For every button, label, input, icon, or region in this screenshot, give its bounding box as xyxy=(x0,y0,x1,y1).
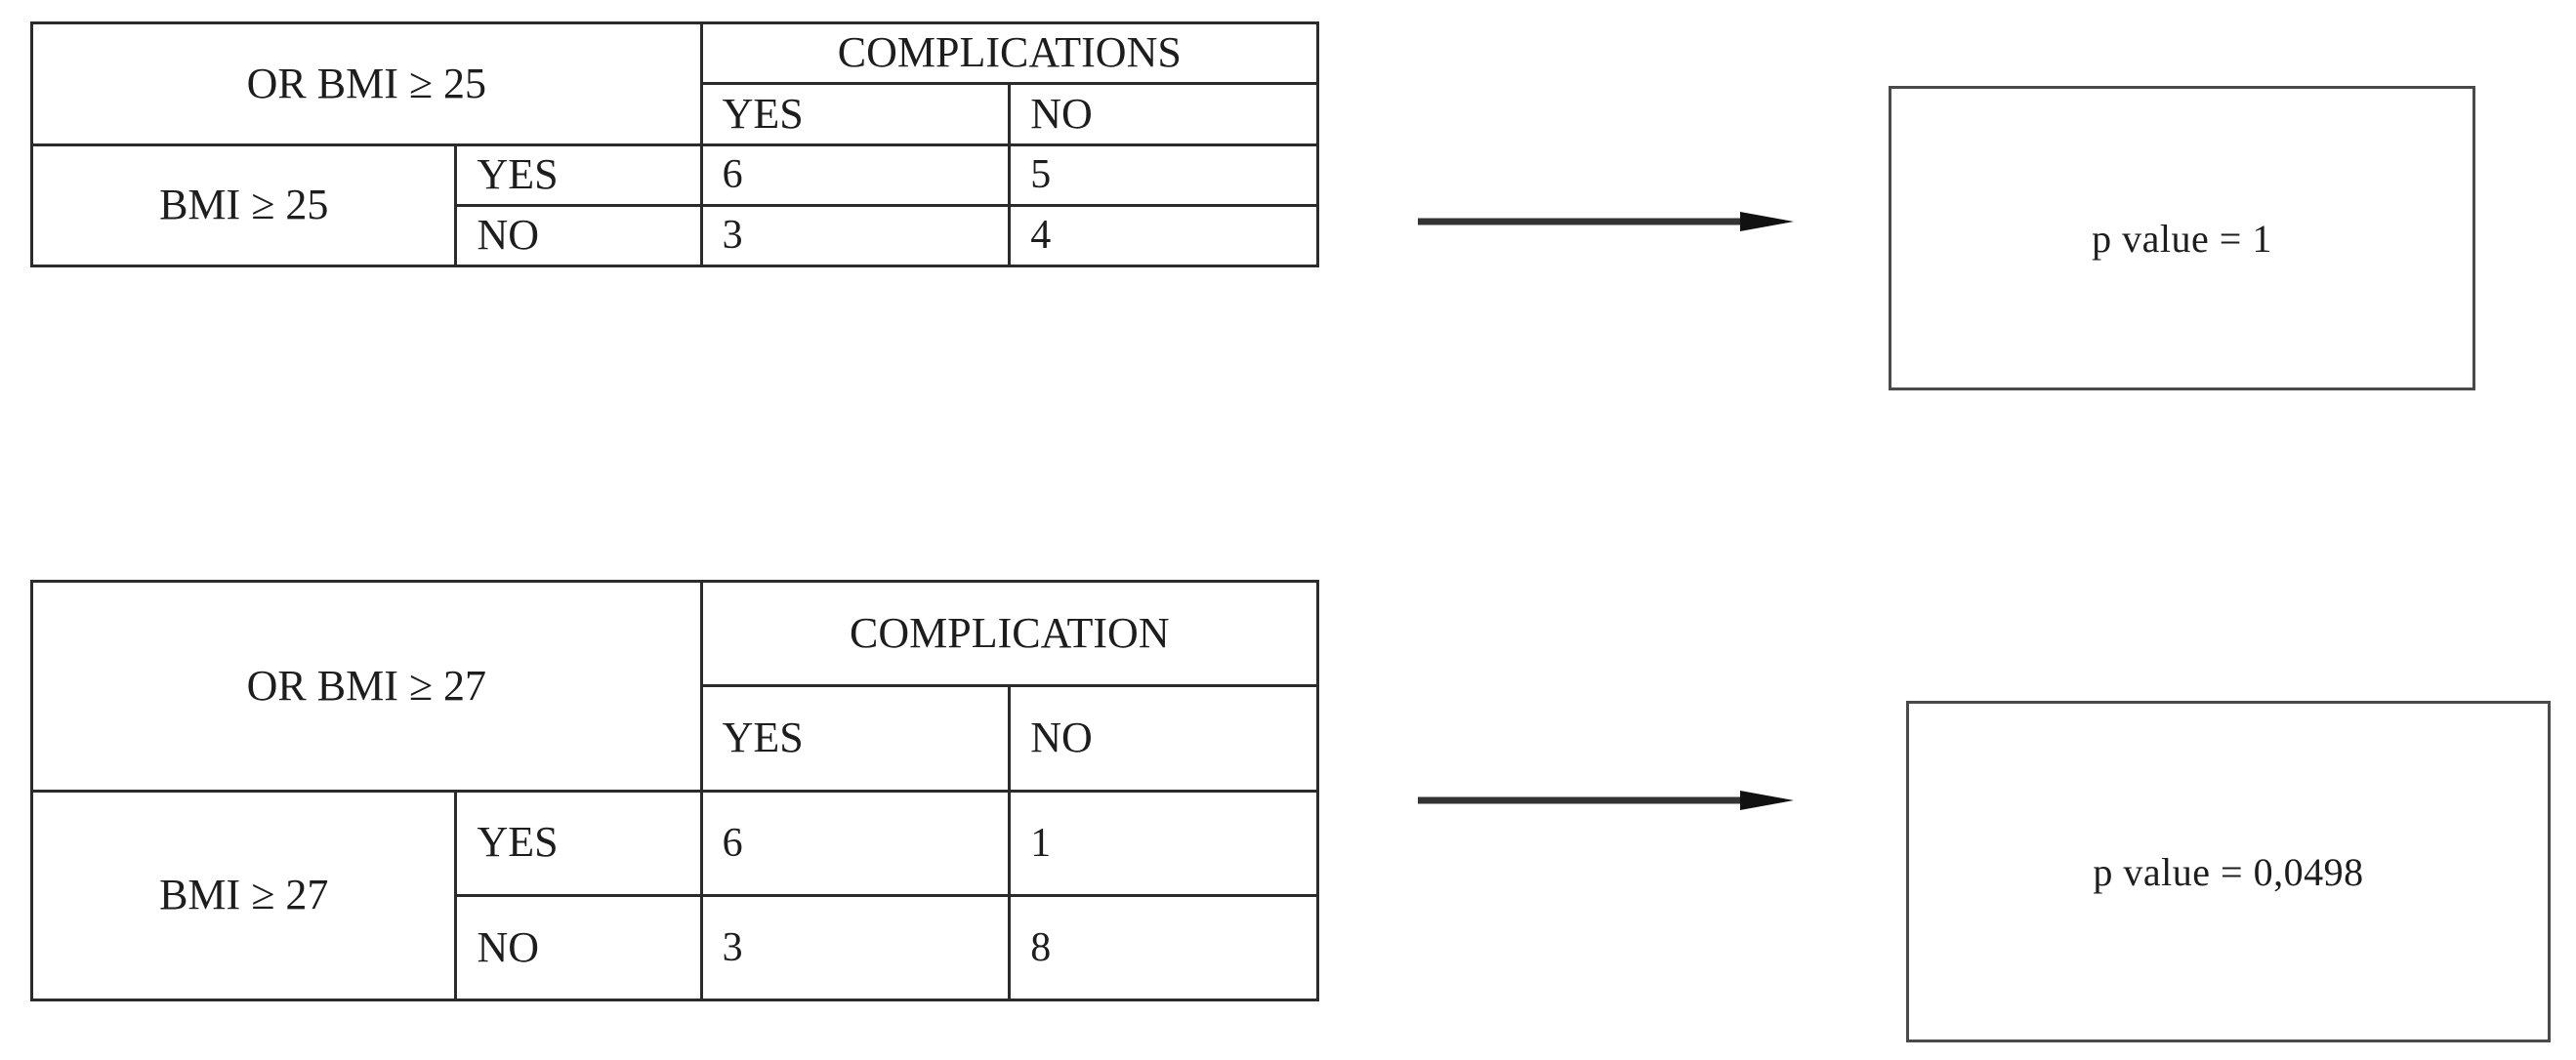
column-header-yes-bmi-25: YES xyxy=(699,82,1012,146)
table-row: NO 3 8 xyxy=(32,893,1319,1002)
contingency-table-bmi-25: OR BMI ≥ 25 COMPLICATIONS YES NO BMI ≥ 2… xyxy=(29,20,1320,268)
column-header-no-bmi-27: NO xyxy=(1008,684,1319,793)
table-row-header-group: OR BMI ≥ 27 COMPLICATION xyxy=(30,579,1320,793)
p-value-label-bmi-25: p value = 1 xyxy=(2092,216,2272,261)
row-header-no-bmi-25: NO xyxy=(454,203,703,268)
table-row: BMI ≥ 25 YES 6 5 xyxy=(29,143,1319,267)
cell-bmi27-no-no: 8 xyxy=(1008,893,1319,1002)
column-group-header-bmi-25: COMPLICATIONS xyxy=(699,20,1320,86)
contingency-table-bmi-27: OR BMI ≥ 27 COMPLICATION YES NO BMI ≥ 27… xyxy=(29,579,1320,1002)
cell-bmi25-yes-no: 5 xyxy=(1008,143,1319,207)
result-box-bmi-27: p value = 0,0498 xyxy=(1906,701,2551,1042)
cell-bmi25-no-no: 4 xyxy=(1008,203,1319,268)
row-stub-bmi-27: BMI ≥ 27 xyxy=(29,789,458,1001)
table-row: BMI ≥ 27 YES 6 1 xyxy=(29,789,1319,1001)
row-header-yes-bmi-25: YES xyxy=(454,143,703,207)
row-header-yes-bmi-27: YES xyxy=(454,789,703,897)
cell-bmi25-no-yes: 3 xyxy=(699,203,1012,268)
table-row-column-headers: YES NO xyxy=(32,684,1319,793)
table-corner-label-bmi-27: OR BMI ≥ 27 xyxy=(30,580,703,793)
right-arrow-icon-bmi-25 xyxy=(1418,210,1794,233)
cell-bmi27-yes-no: 1 xyxy=(1008,789,1319,897)
column-header-yes-bmi-27: YES xyxy=(699,684,1012,793)
table-row-column-headers: YES NO xyxy=(32,82,1319,146)
p-value-label-bmi-27: p value = 0,0498 xyxy=(2093,849,2364,894)
column-group-header-bmi-27: COMPLICATION xyxy=(699,579,1320,688)
cell-bmi25-yes-yes: 6 xyxy=(699,143,1012,207)
table-row-header-group: OR BMI ≥ 25 COMPLICATIONS xyxy=(30,20,1320,146)
right-arrow-icon-bmi-27 xyxy=(1418,789,1794,812)
cell-bmi27-no-yes: 3 xyxy=(699,893,1012,1002)
cell-bmi27-yes-yes: 6 xyxy=(699,789,1012,897)
result-box-bmi-25: p value = 1 xyxy=(1889,86,2475,390)
table-row: NO 3 4 xyxy=(32,203,1319,268)
table-corner-label-bmi-25: OR BMI ≥ 25 xyxy=(30,21,703,146)
row-header-no-bmi-27: NO xyxy=(454,893,703,1002)
row-stub-bmi-25: BMI ≥ 25 xyxy=(29,143,458,267)
column-header-no-bmi-25: NO xyxy=(1008,82,1319,146)
